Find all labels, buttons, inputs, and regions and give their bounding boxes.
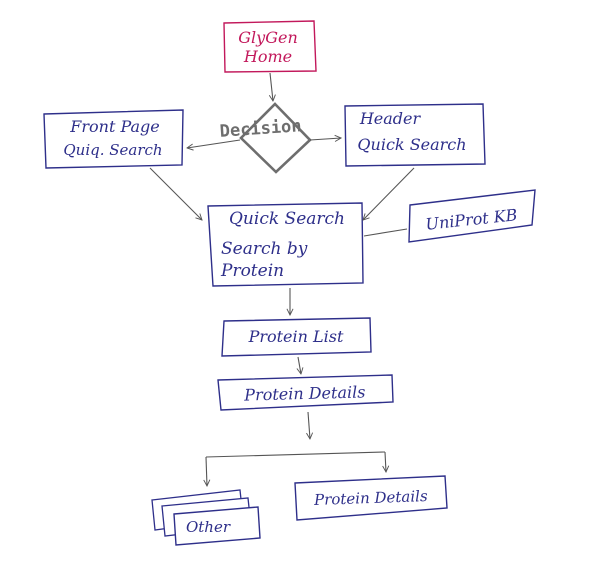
front-page-line2: Quiq. Search [63,141,162,159]
decision-diamond [239,102,312,174]
edge-details-to-branch [308,411,310,439]
node-glygen-home: GlyGen Home [223,20,317,73]
quick-search-line3: Protein [220,261,284,281]
node-protein-list: Protein List [221,317,372,357]
edge-home-to-decision [270,72,273,101]
quick-search-box [207,202,364,287]
glygen-home-box [223,20,317,73]
node-protein-details-main: Protein Details [217,374,394,411]
edge-uniprot-to-quick-search [363,228,408,237]
node-decision: Decision [219,102,312,174]
protein-list-label: Protein List [248,327,344,346]
edge-decision-to-front-page [187,139,241,148]
decision-label: Decision [219,116,302,142]
node-other: Other [151,489,261,546]
protein-list-box [221,317,372,357]
connectors [149,72,415,486]
header-line1: Header [359,109,422,128]
edge-decision-to-header [309,138,341,140]
node-header-search: Header Quick Search [344,103,486,167]
node-front-page-search: Front Page Quiq. Search [43,109,184,169]
quick-search-line1: Quick Search [229,209,345,229]
node-quick-search: Quick Search Search by Protein [207,202,364,287]
node-protein-details-branch: Protein Details [294,475,448,521]
protein-details-branch-label: Protein Details [313,487,428,509]
edge-branch-to-protein-details [385,451,386,472]
protein-details-branch-box [294,475,448,521]
uniprot-box [408,189,536,243]
edge-protein-list-to-details [298,356,301,374]
other-label: Other [186,518,231,536]
edge-header-to-quick-search [363,167,415,220]
edge-front-page-to-quick-search [149,167,202,220]
glygen-home-line2: Home [243,47,292,66]
header-line2: Quick Search [357,135,466,154]
front-page-box [43,109,184,169]
header-box [344,103,486,167]
quick-search-line2: Search by [221,239,308,259]
protein-details-main-label: Protein Details [243,382,366,404]
node-uniprot-kb: UniProt KB [408,189,536,243]
glygen-home-line1: GlyGen [238,28,298,47]
edge-branch-bar [205,451,386,458]
protein-details-main-box [217,374,394,411]
edge-branch-to-other [206,456,207,486]
other-stack-front [173,506,261,546]
front-page-line1: Front Page [69,117,160,136]
